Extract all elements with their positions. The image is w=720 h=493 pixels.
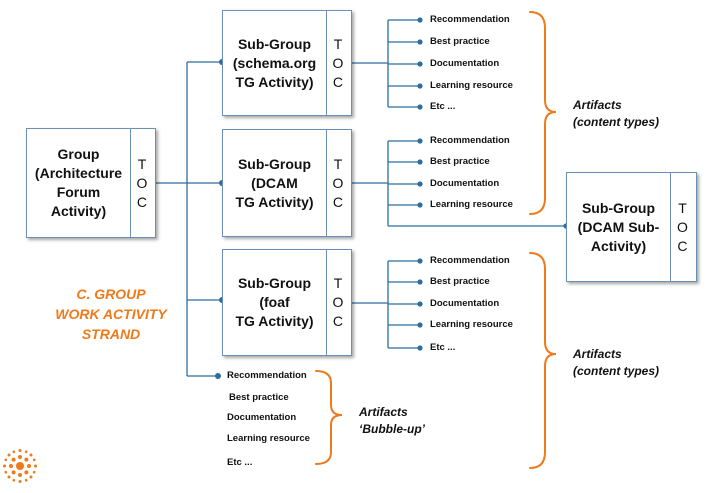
artifact-item: Best practice [430, 36, 490, 47]
artifact-item: Recommendation [227, 370, 307, 381]
artifact-item: Etc ... [430, 101, 456, 112]
strand-title: C. GROUP WORK ACTIVITY STRAND [55, 286, 167, 342]
artifact-item: Learning resource [430, 199, 513, 210]
artifact-item: Learning resource [430, 80, 513, 91]
artifact-item: Learning resource [227, 433, 310, 444]
subgroup-name: Sub-Group (schema.org TG Activity) [223, 11, 327, 115]
subgroup-box-foaf: Sub-Group (foaf TG Activity) T O C [222, 249, 352, 356]
artifact-item: Documentation [430, 298, 500, 309]
group-box: Group (Architecture Forum Activity) T O … [26, 128, 156, 238]
subgroup-box-dcam-sub-activity: Sub-Group (DCAM Sub- Activity) T O C [566, 172, 697, 282]
artifact-item: Best practice [430, 156, 490, 167]
brace-3 [315, 370, 343, 465]
subgroup-toc: T O C [332, 35, 344, 90]
group-toc: T O C [136, 155, 148, 210]
artifacts-label-bubble-up: Artifacts ‘Bubble-up’ [359, 405, 425, 436]
artifact-item: Etc ... [430, 342, 456, 353]
sunburst-icon [3, 449, 37, 483]
artifacts-label-bottom: Artifacts (content types) [573, 347, 660, 378]
artifact-item: Documentation [430, 58, 500, 69]
subgroup-toc: T O C [332, 155, 344, 210]
artifact-item: Recommendation [430, 14, 510, 25]
subgroup-toc: T O C [332, 275, 344, 329]
artifact-item: Best practice [229, 392, 289, 403]
subgroup-name: Sub-Group (DCAM Sub- Activity) [567, 173, 671, 281]
subgroup-toc: T O C [677, 199, 688, 254]
subgroup-box-schema-org: Sub-Group (schema.org TG Activity) T O C [222, 10, 352, 116]
artifact-item: Learning resource [430, 319, 513, 330]
subgroup-name: Sub-Group (foaf TG Activity) [223, 250, 327, 355]
artifact-item: Recommendation [430, 135, 510, 146]
artifacts-label-top: Artifacts (content types) [573, 98, 660, 129]
artifact-item: Documentation [227, 412, 297, 423]
subgroup-box-dcam: Sub-Group (DCAM TG Activity) T O C [222, 129, 352, 237]
group-name: Group (Architecture Forum Activity) [27, 129, 131, 237]
brace-2 [529, 252, 557, 469]
subgroup-name: Sub-Group (DCAM TG Activity) [223, 130, 327, 236]
brace-1 [529, 11, 557, 215]
artifact-item: Etc ... [227, 457, 253, 468]
artifact-item: Documentation [430, 178, 500, 189]
artifact-item: Best practice [430, 276, 490, 287]
artifact-item: Recommendation [430, 255, 510, 266]
